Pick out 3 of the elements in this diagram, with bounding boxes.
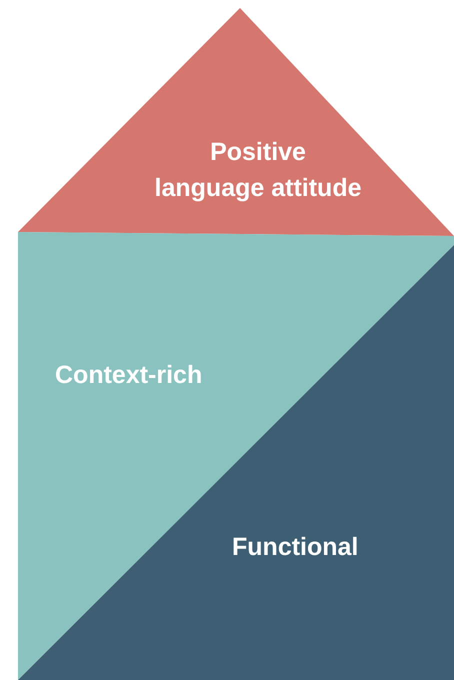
section-label: Positive language attitude bbox=[154, 137, 362, 204]
section-label: Context-rich bbox=[55, 360, 204, 391]
section-label: Functional bbox=[232, 532, 360, 563]
